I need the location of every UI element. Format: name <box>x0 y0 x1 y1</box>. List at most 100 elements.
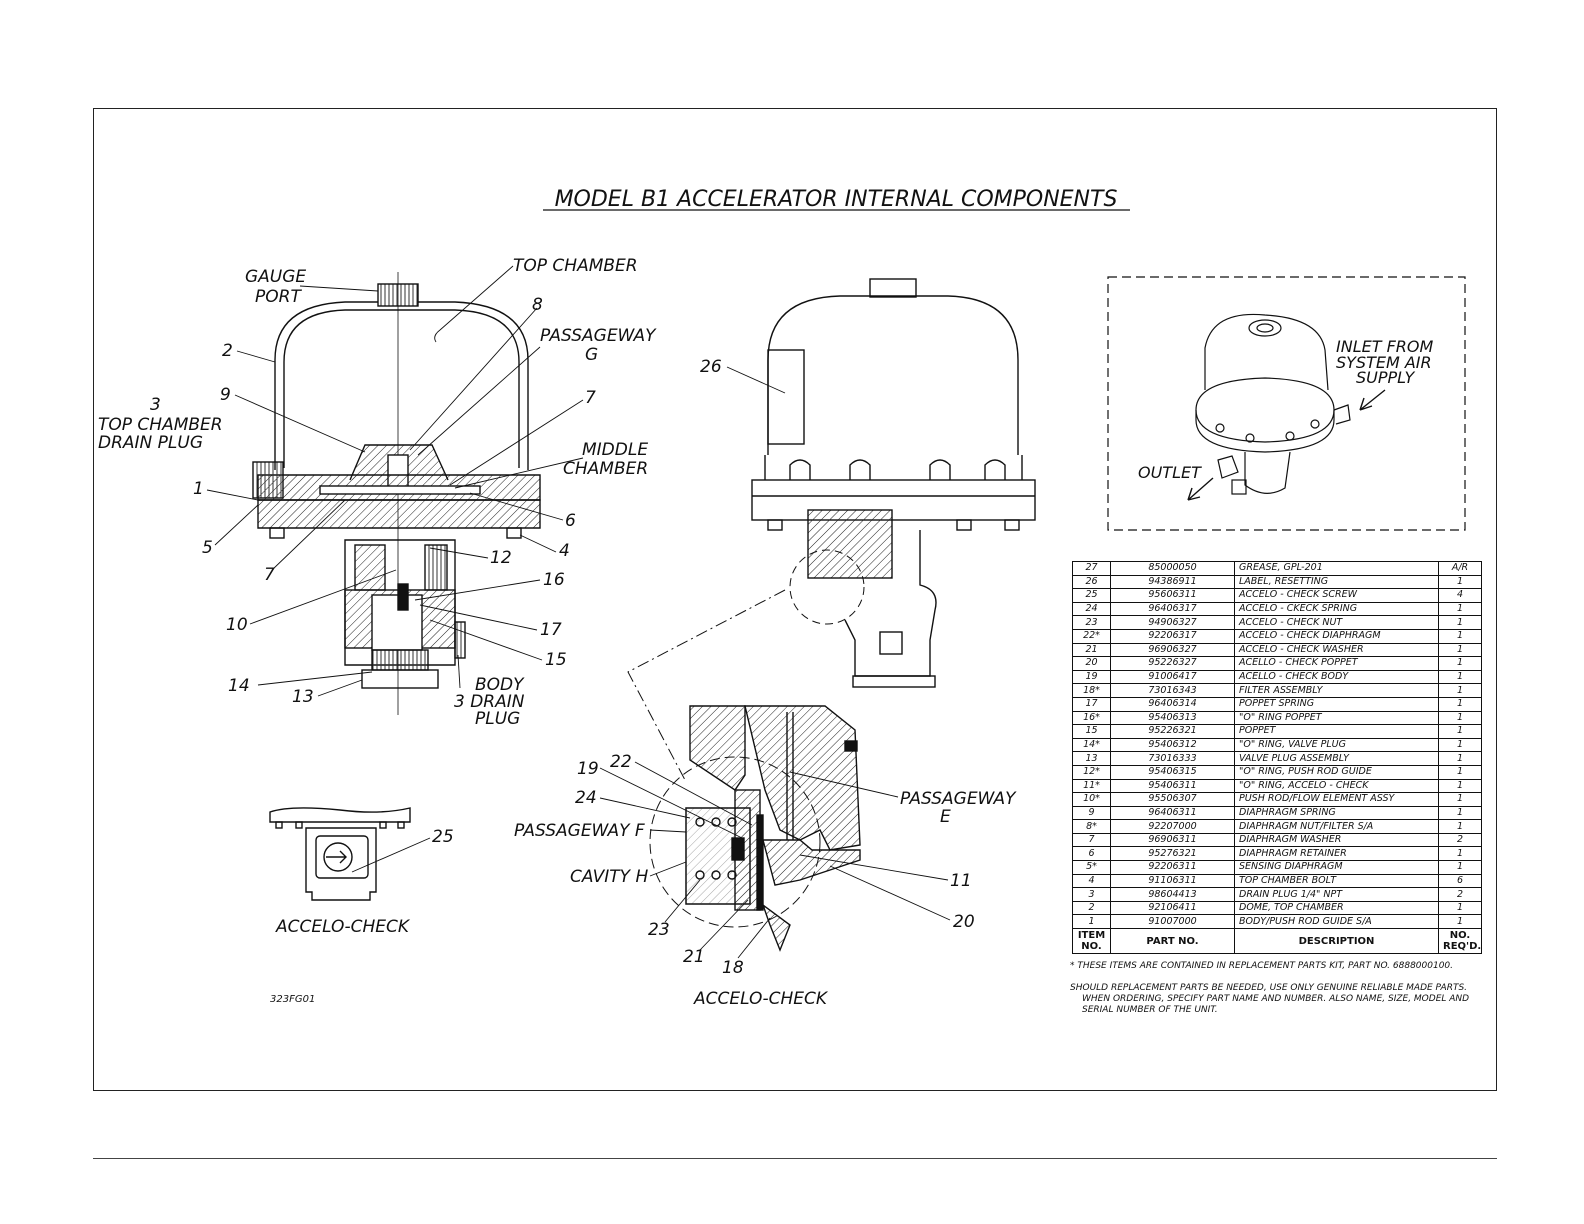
item-number: 12 <box>490 548 512 568</box>
body-drain-plug-label: 3 DRAIN <box>454 692 525 712</box>
cell-part-no: 94906327 <box>1110 615 1235 630</box>
cell-description: DIAPHRAGM SPRING <box>1234 805 1439 821</box>
cell-qty: 1 <box>1438 860 1482 875</box>
cell-item-no: 22* <box>1072 628 1111 644</box>
cell-description: ACCELO - CHECK SCREW <box>1234 588 1439 603</box>
passageway-e-label: E <box>940 807 951 827</box>
cell-part-no: 95276321 <box>1110 846 1235 862</box>
cell-qty: 1 <box>1438 914 1482 930</box>
cell-qty: 2 <box>1438 832 1482 848</box>
item-number: 9 <box>220 385 231 405</box>
cross-section-view <box>252 272 541 715</box>
cell-item-no: 2 <box>1072 900 1111 916</box>
item-number: 7 <box>264 565 275 585</box>
cell-qty: 1 <box>1438 751 1482 766</box>
passageway-g-label: PASSAGEWAY <box>540 326 657 346</box>
cell-item-no: 4 <box>1072 873 1111 889</box>
item-number: 18 <box>722 958 744 978</box>
item-number: 24 <box>575 788 597 808</box>
item-number: 4 <box>559 541 570 561</box>
cell-description: DIAPHRAGM WASHER <box>1234 832 1439 848</box>
cavity-h-label: CAVITY H <box>570 867 648 887</box>
body-drain-plug-label: PLUG <box>475 709 520 729</box>
item-number: 11 <box>950 871 972 891</box>
cell-description: ACCELO - CHECK WASHER <box>1234 642 1439 658</box>
passageway-g-label: G <box>585 345 598 365</box>
cell-qty: 1 <box>1438 669 1482 685</box>
item-number: 1 <box>193 479 204 499</box>
cell-qty: 1 <box>1438 696 1482 712</box>
cell-description: ACELLO - CHECK BODY <box>1234 669 1439 685</box>
cell-qty: 2 <box>1438 887 1482 902</box>
isometric-callouts: INLET FROM SYSTEM AIR SUPPLY OUTLET <box>1138 337 1433 482</box>
middle-chamber-label: CHAMBER <box>563 459 648 479</box>
item-number: 13 <box>292 687 314 707</box>
cell-description: SENSING DIAPHRAGM <box>1234 860 1439 875</box>
cell-qty: 1 <box>1438 628 1482 644</box>
cell-part-no: 95226327 <box>1110 656 1235 671</box>
item-number: 16 <box>543 570 565 590</box>
cell-part-no: 95406313 <box>1110 710 1235 726</box>
top-chamber-drain-plug-label: TOP CHAMBER <box>98 415 223 435</box>
header-part-no: PART NO. <box>1110 928 1235 955</box>
gauge-port-label: GAUGE <box>245 267 306 287</box>
cell-part-no: 92207000 <box>1110 819 1235 834</box>
cell-part-no: 92206317 <box>1110 628 1235 644</box>
cell-part-no: 96406314 <box>1110 696 1235 712</box>
cell-qty: 1 <box>1438 764 1482 780</box>
cell-part-no: 98604413 <box>1110 887 1235 902</box>
cell-item-no: 18* <box>1072 683 1111 698</box>
cell-item-no: 5* <box>1072 860 1111 875</box>
cell-description: BODY/PUSH ROD GUIDE S/A <box>1234 914 1439 930</box>
drawing-title: MODEL B1 ACCELERATOR INTERNAL COMPONENTS <box>555 187 1118 212</box>
cell-description: ACELLO - CHECK POPPET <box>1234 656 1439 671</box>
cell-item-no: 13 <box>1072 751 1111 766</box>
cell-part-no: 95406312 <box>1110 737 1235 753</box>
item-number: 17 <box>540 620 562 640</box>
cell-description: ACCELO - CHECK DIAPHRAGM <box>1234 628 1439 644</box>
cell-item-no: 10* <box>1072 792 1111 807</box>
item-number: 7 <box>585 388 596 408</box>
detail-connector <box>627 589 786 781</box>
cell-qty: 1 <box>1438 642 1482 658</box>
cell-part-no: 91007000 <box>1110 914 1235 930</box>
item-number: 23 <box>648 920 670 940</box>
accelo-check-detail-leaders <box>599 761 951 959</box>
cell-item-no: 24 <box>1072 601 1111 617</box>
item-number: 14 <box>228 676 250 696</box>
accelo-check-detail-callouts: 19 22 24 PASSAGEWAY F CAVITY H 23 21 18 … <box>514 752 1017 1009</box>
cell-description: PUSH ROD/FLOW ELEMENT ASSY <box>1234 792 1439 807</box>
cell-description: ACCELO - CKECK SPRING <box>1234 601 1439 617</box>
cell-part-no: 91006417 <box>1110 669 1235 685</box>
cell-item-no: 3 <box>1072 887 1111 902</box>
cell-qty: 1 <box>1438 900 1482 916</box>
drawing-number: 323FG01 <box>270 994 315 1005</box>
passageway-e-label: PASSAGEWAY <box>900 789 1017 809</box>
cell-qty: A/R <box>1438 561 1482 576</box>
item-number: 20 <box>953 912 975 932</box>
cell-item-no: 17 <box>1072 696 1111 712</box>
cell-part-no: 92206311 <box>1110 860 1235 875</box>
cell-item-no: 25 <box>1072 588 1111 603</box>
accelo-check-detail-caption: ACCELO-CHECK <box>693 989 829 1009</box>
cell-item-no: 27 <box>1072 561 1111 576</box>
accelo-check-exterior <box>269 807 411 901</box>
cell-item-no: 19 <box>1072 669 1111 685</box>
item-number: 21 <box>683 947 705 967</box>
cell-item-no: 1 <box>1072 914 1111 930</box>
cell-part-no: 85000050 <box>1110 561 1235 576</box>
cell-description: LABEL, RESETTING <box>1234 574 1439 590</box>
